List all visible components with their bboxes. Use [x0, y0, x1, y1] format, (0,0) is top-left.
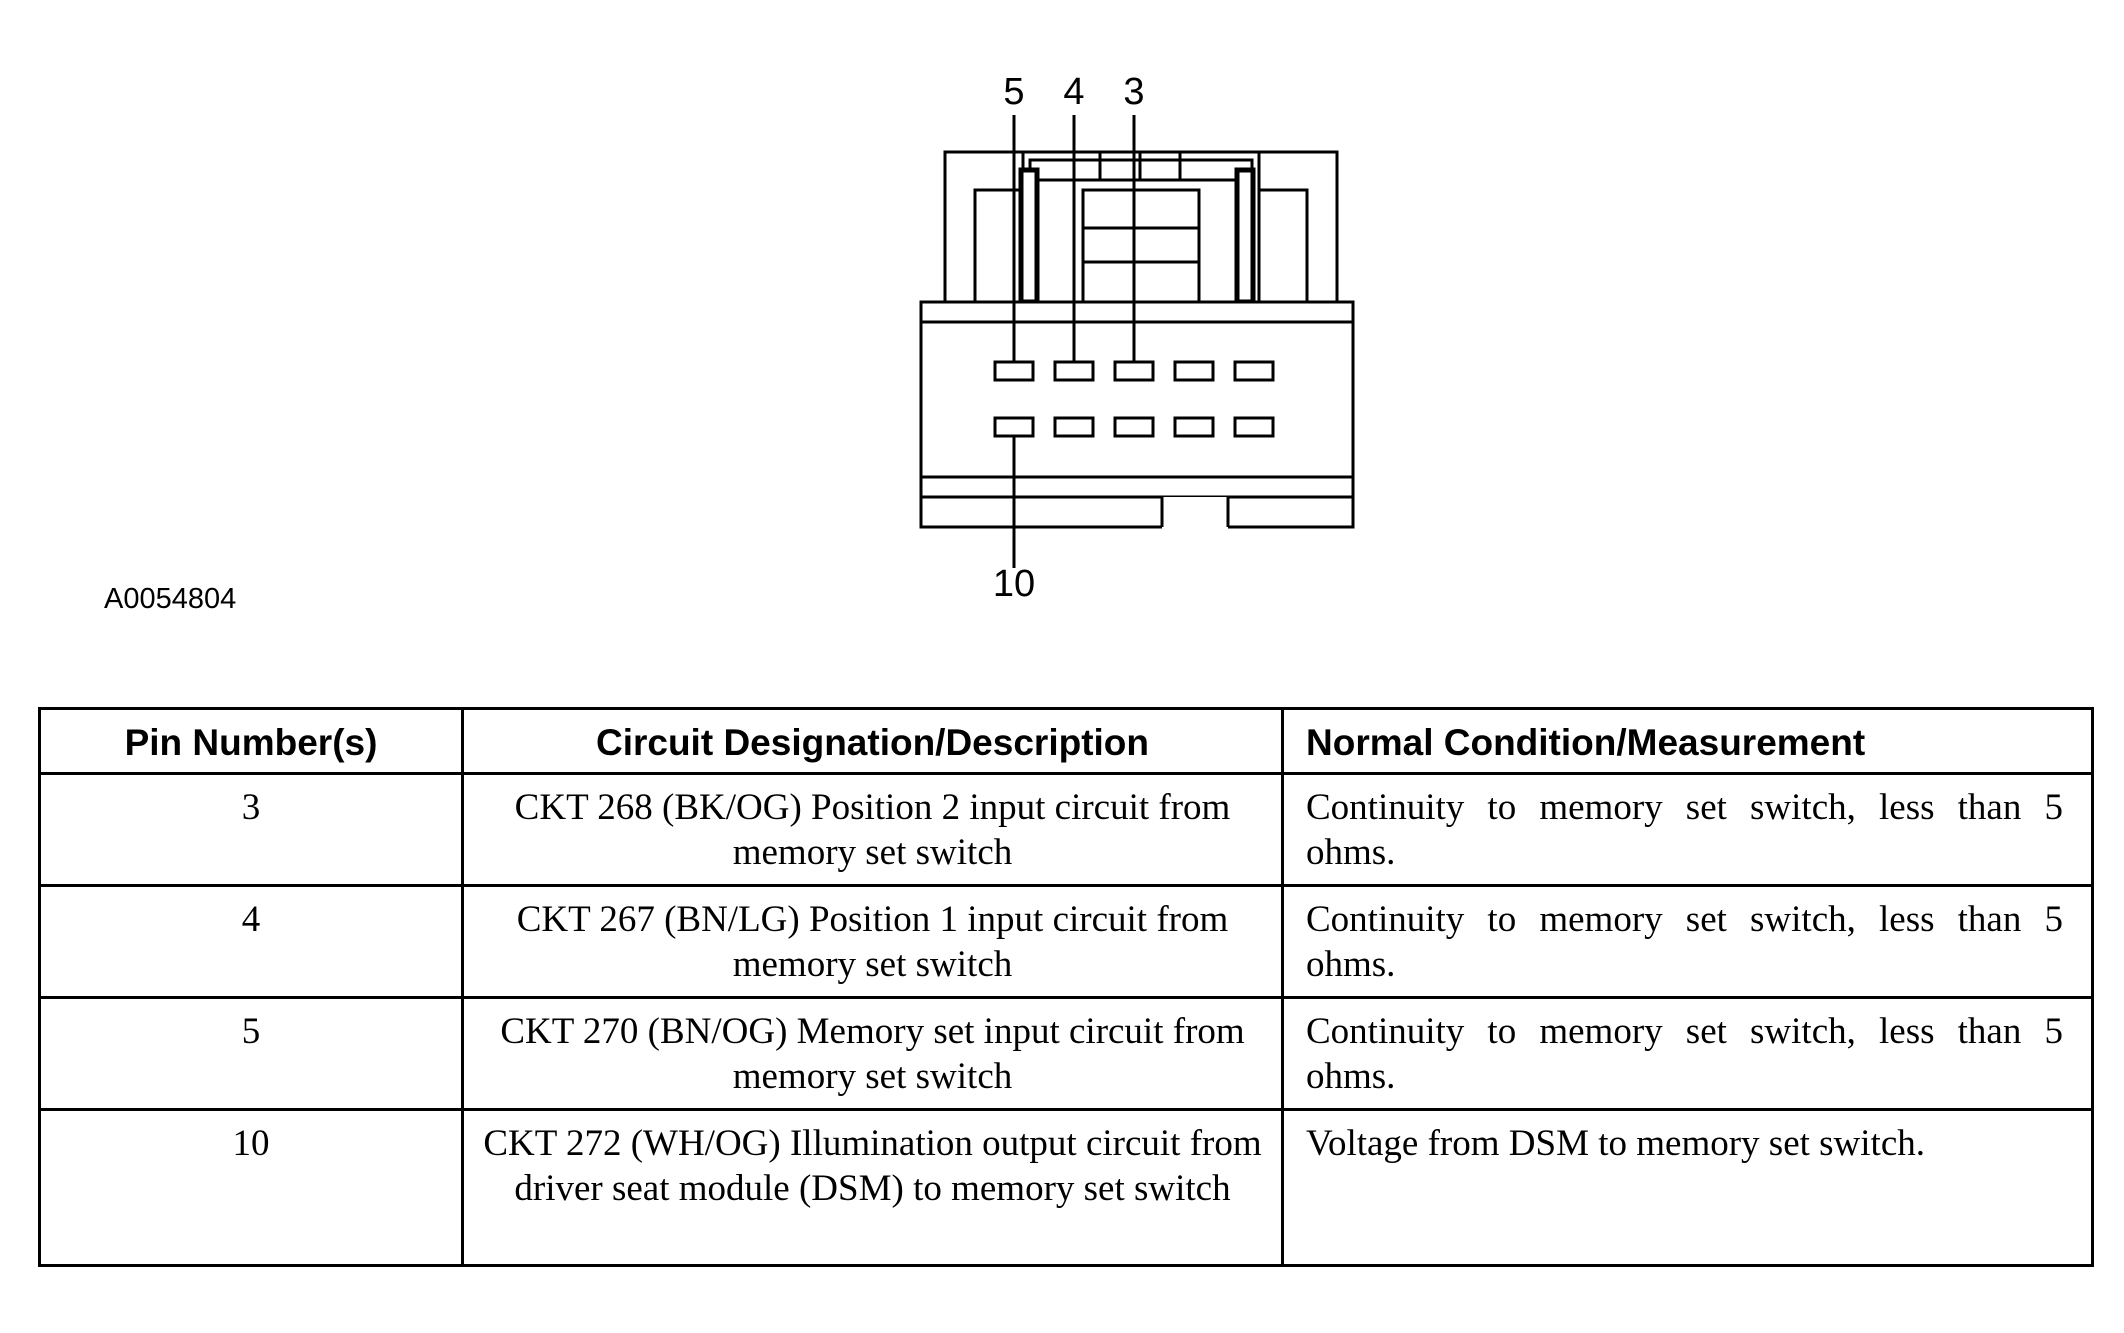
pin-number-cell: 5: [38, 996, 464, 1111]
table-row: 5 CKT 270 (BN/OG) Memory set input circu…: [38, 996, 2094, 1111]
leader-lines: [1012, 115, 1136, 568]
normal-condition-cell: Continuity to memory set switch, less th…: [1281, 772, 2094, 887]
pin-cavity-8: [1113, 416, 1155, 438]
pin-cavity-10: [993, 416, 1035, 438]
pin-cavity-4: [1053, 360, 1095, 382]
pin-number-cell: 3: [38, 772, 464, 887]
pin-cavity-5: [993, 360, 1035, 382]
pin-cavities: [993, 360, 1275, 438]
pin-number-cell: 4: [38, 884, 464, 999]
header-pin-numbers: Pin Number(s): [38, 707, 464, 775]
header-normal-condition: Normal Condition/Measurement: [1281, 707, 2094, 775]
table-row: 10 CKT 272 (WH/OG) Illumination output c…: [38, 1108, 2094, 1267]
figure-id: A0054804: [104, 583, 236, 615]
pin-cavity-1: [1233, 360, 1275, 382]
pin-cavity-6: [1233, 416, 1275, 438]
connector-body: [919, 150, 1355, 529]
pin-number-cell: 10: [38, 1108, 464, 1267]
table-row: 3 CKT 268 (BK/OG) Position 2 input circu…: [38, 772, 2094, 887]
circuit-description-cell: CKT 267 (BN/LG) Position 1 input circuit…: [461, 884, 1284, 999]
normal-condition-cell: Voltage from DSM to memory set switch.: [1281, 1108, 2094, 1267]
callout-pin-10: 10: [993, 563, 1035, 605]
normal-condition-cell: Continuity to memory set switch, less th…: [1281, 996, 2094, 1111]
pin-callouts: 5 4 3 10: [993, 71, 1145, 605]
callout-pin-4: 4: [1063, 71, 1084, 113]
circuit-description-cell: CKT 272 (WH/OG) Illumination output circ…: [461, 1108, 1284, 1267]
table-row: 4 CKT 267 (BN/LG) Position 1 input circu…: [38, 884, 2094, 999]
pin-cavity-7: [1173, 416, 1215, 438]
circuit-description-cell: CKT 270 (BN/OG) Memory set input circuit…: [461, 996, 1284, 1111]
connector-diagram: 5 4 3 10 A0054804: [104, 71, 1355, 615]
circuit-description-cell: CKT 268 (BK/OG) Position 2 input circuit…: [461, 772, 1284, 887]
table-header-row: Pin Number(s) Circuit Designation/Descri…: [38, 707, 2094, 775]
callout-pin-5: 5: [1003, 71, 1024, 113]
normal-condition-cell: Continuity to memory set switch, less th…: [1281, 884, 2094, 999]
pin-cavity-3: [1113, 360, 1155, 382]
pin-cavity-9: [1053, 416, 1095, 438]
callout-pin-3: 3: [1123, 71, 1144, 113]
header-circuit-description: Circuit Designation/Description: [461, 707, 1284, 775]
pin-table: Pin Number(s) Circuit Designation/Descri…: [38, 707, 2094, 1267]
pin-cavity-2: [1173, 360, 1215, 382]
